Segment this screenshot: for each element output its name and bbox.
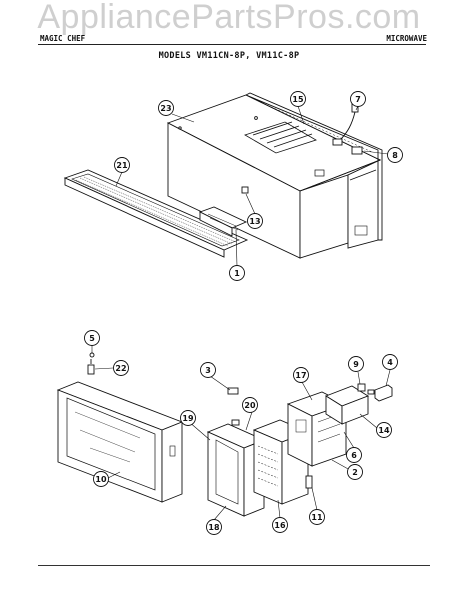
header-rule	[38, 44, 426, 45]
svg-text:7: 7	[355, 95, 361, 104]
svg-text:5: 5	[89, 334, 95, 343]
callout-8: 8	[387, 147, 403, 163]
svg-text:23: 23	[160, 104, 171, 113]
svg-text:14: 14	[378, 426, 390, 435]
door-latch	[87, 352, 95, 375]
callout-6: 6	[346, 447, 362, 463]
fuse	[305, 475, 313, 489]
callout-21: 21	[114, 157, 130, 173]
callout-1: 1	[229, 265, 245, 281]
callout-15: 15	[290, 91, 306, 107]
callout-5: 5	[84, 330, 100, 346]
category-label: MICROWAVE	[386, 34, 427, 43]
svg-text:21: 21	[116, 161, 128, 170]
terminal-block	[351, 146, 363, 155]
callout-7: 7	[350, 91, 366, 107]
callout-13: 13	[247, 213, 263, 229]
callout-4: 4	[382, 354, 398, 370]
back-panel	[245, 92, 383, 249]
door-assembly	[56, 381, 184, 503]
relay-module	[324, 383, 370, 425]
callout-20: 20	[242, 397, 258, 413]
hinge-pins	[227, 387, 240, 426]
interlock-switch	[367, 384, 393, 402]
svg-text:11: 11	[311, 513, 323, 522]
callout-19: 19	[180, 410, 196, 426]
callout-22: 22	[113, 360, 129, 376]
callout-17: 17	[293, 367, 309, 383]
svg-text:2: 2	[352, 468, 358, 477]
svg-text:3: 3	[205, 366, 211, 375]
footer-rule	[38, 565, 430, 566]
watermark: AppliancePartsPros.com	[37, 0, 421, 36]
callout-2: 2	[347, 464, 363, 480]
svg-text:10: 10	[95, 475, 107, 484]
svg-text:15: 15	[292, 95, 304, 104]
callout-23: 23	[158, 100, 174, 116]
svg-text:17: 17	[295, 371, 306, 380]
callout-16: 16	[272, 517, 288, 533]
svg-text:19: 19	[182, 414, 194, 423]
models-subtitle: MODELS VM11CN-8P, VM11C-8P	[158, 51, 300, 61]
callout-3: 3	[200, 362, 216, 378]
svg-text:20: 20	[244, 401, 256, 410]
callout-18: 18	[206, 519, 222, 535]
leader-lines	[91, 105, 391, 521]
svg-text:13: 13	[249, 217, 260, 226]
callout-14: 14	[376, 422, 392, 438]
svg-text:6: 6	[351, 451, 357, 460]
brand-label: MAGIC CHEF	[40, 34, 86, 43]
svg-text:22: 22	[115, 364, 126, 373]
callout-11: 11	[309, 509, 325, 525]
callout-9: 9	[348, 356, 364, 372]
svg-text:1: 1	[234, 269, 240, 278]
control-bracket	[198, 186, 249, 237]
svg-text:8: 8	[392, 151, 398, 160]
callout-10: 10	[93, 471, 109, 487]
svg-text:9: 9	[353, 360, 359, 369]
grille-strip	[63, 169, 249, 258]
power-cord	[332, 101, 359, 146]
svg-text:4: 4	[387, 358, 393, 367]
svg-text:18: 18	[208, 523, 220, 532]
svg-text:16: 16	[274, 521, 286, 530]
